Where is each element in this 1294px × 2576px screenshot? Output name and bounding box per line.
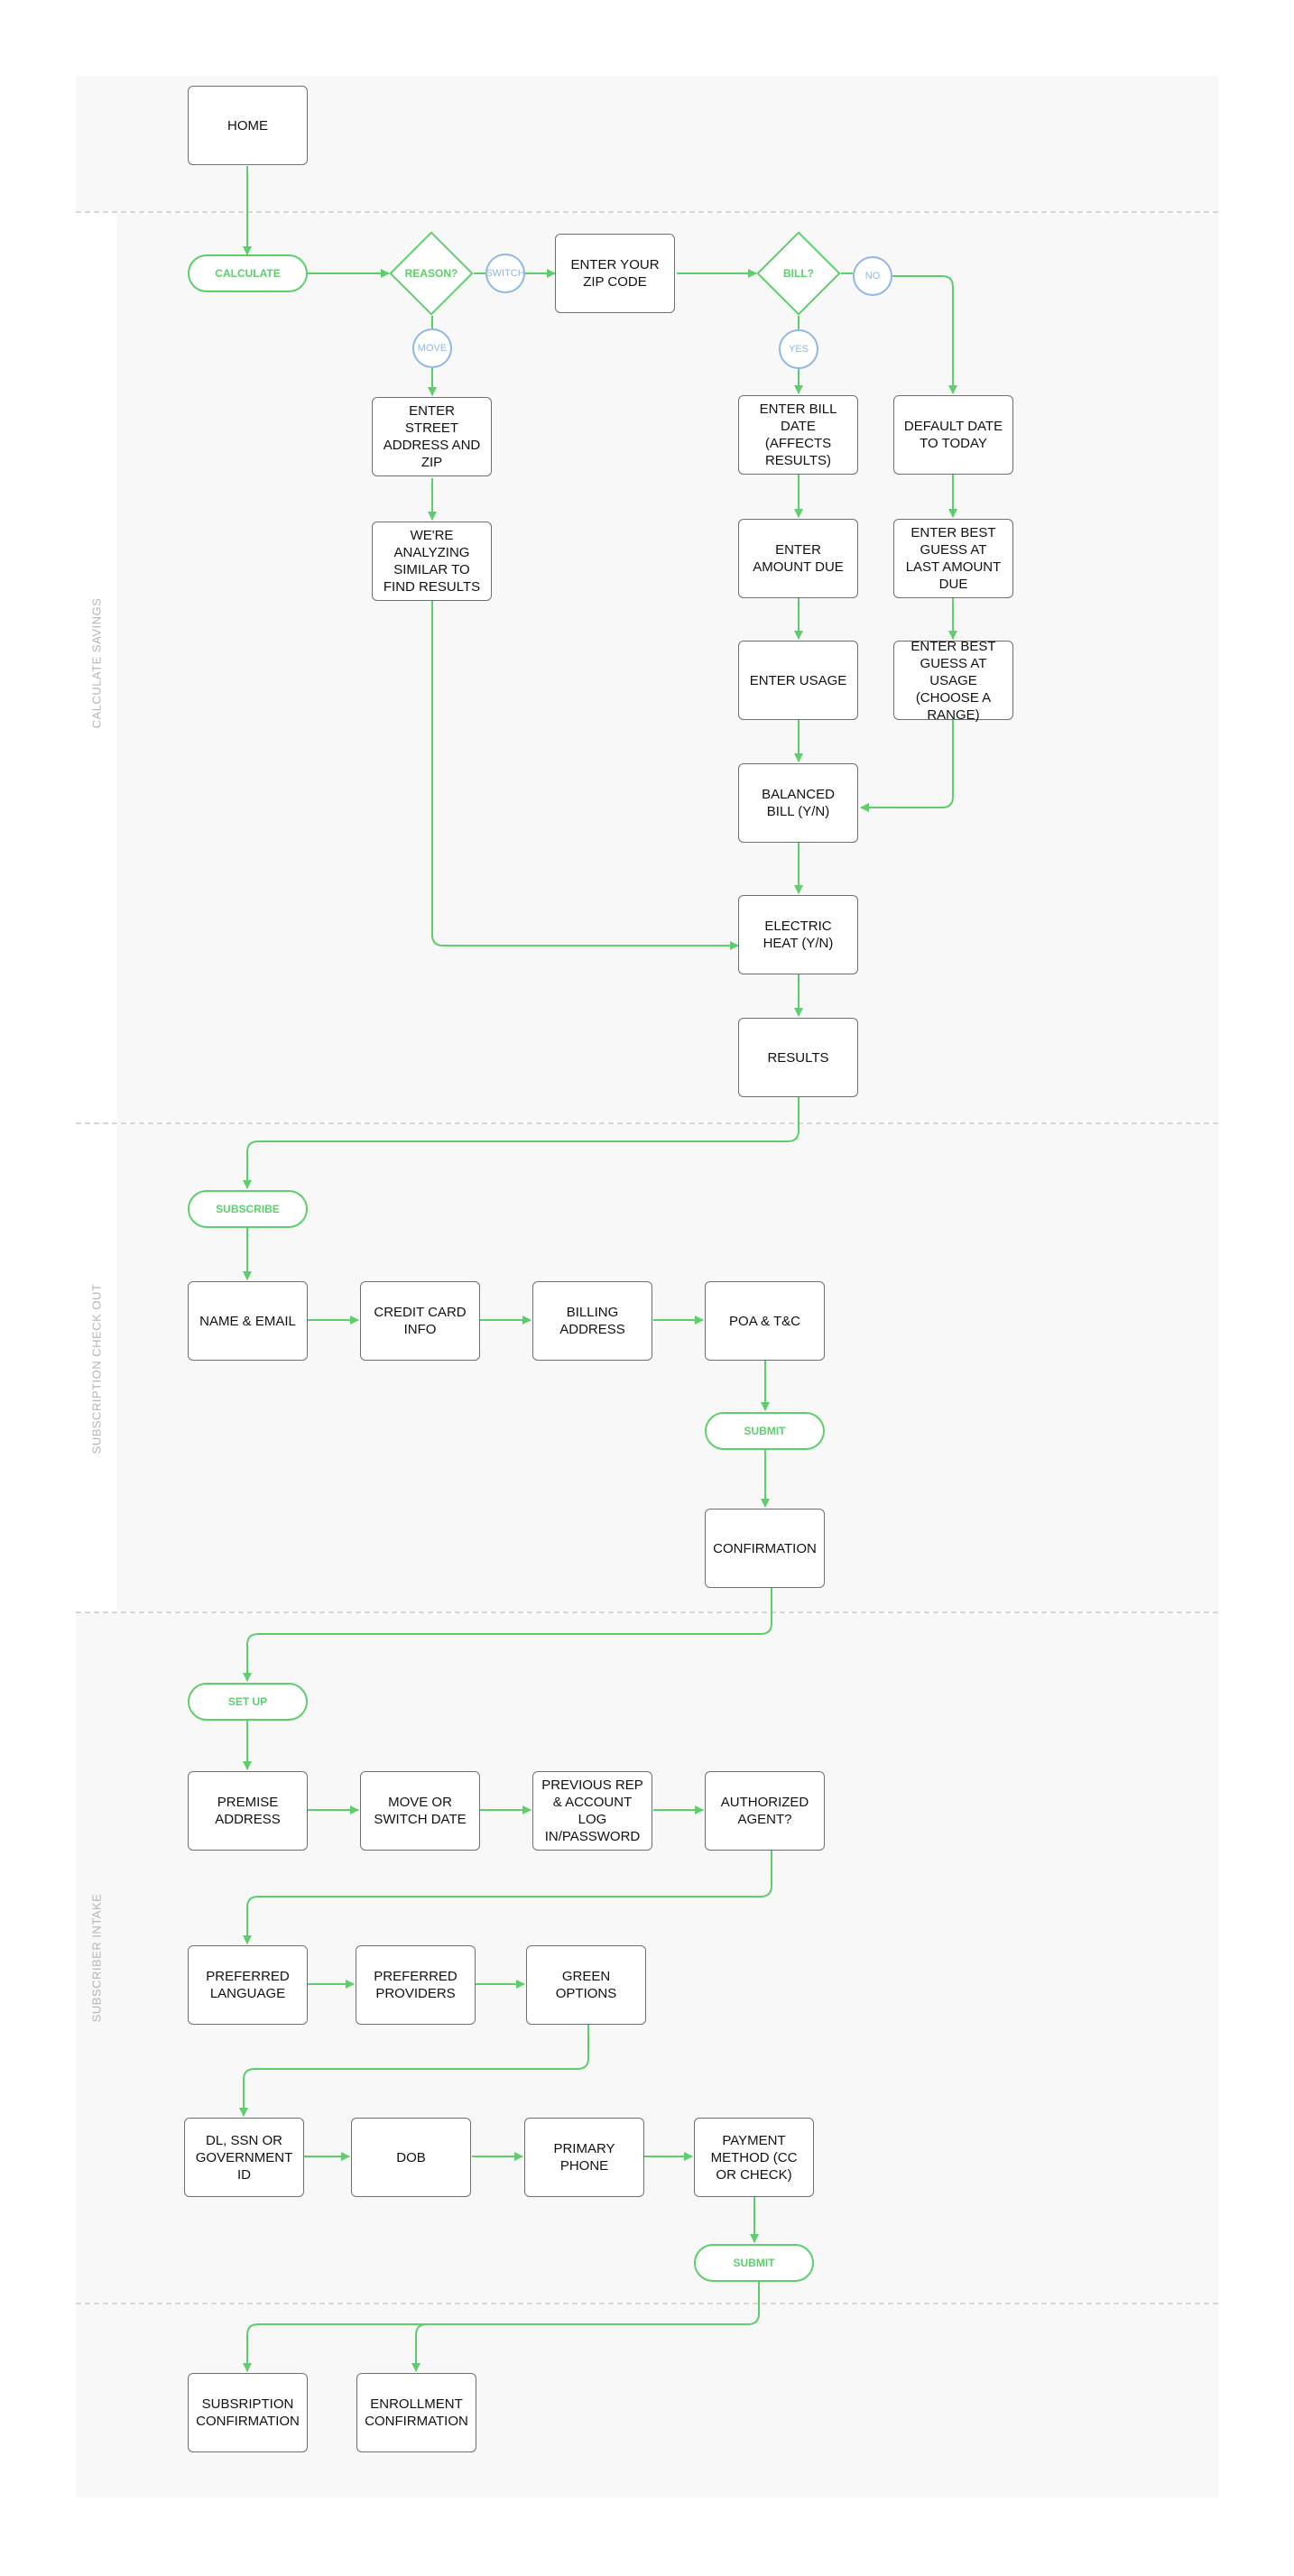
node-amount-due[interactable]: ENTER AMOUNT DUE [738,519,858,598]
connector [239,2025,589,2117]
submit-intake[interactable]: SUBMIT [694,2244,814,2282]
connector [243,2282,760,2372]
node-poa[interactable]: POA & T&C [705,1281,825,1361]
connector [243,1851,772,1944]
lane-band-calculate-savings [117,213,1218,1122]
node-electric-heat[interactable]: ELECTRIC HEAT (Y/N) [738,895,858,974]
decision-label: REASON? [404,267,458,280]
lane-divider [76,211,1218,213]
node-home[interactable]: HOME [188,86,308,165]
node-confirmation[interactable]: CONFIRMATION [705,1509,825,1588]
node-best-guess-amount[interactable]: ENTER BEST GUESS AT LAST AMOUNT DUE [893,519,1013,598]
connector [243,1097,800,1189]
decision-label: BILL? [783,267,814,280]
node-primary-phone[interactable]: PRIMARY PHONE [524,2118,644,2197]
start-subscribe[interactable]: SUBSCRIBE [188,1190,308,1228]
start-set-up[interactable]: SET UP [188,1683,308,1721]
node-enter-usage[interactable]: ENTER USAGE [738,641,858,720]
decision-bill[interactable]: BILL? [756,231,841,316]
node-billing-address[interactable]: BILLING ADDRESS [532,1281,652,1361]
start-calculate[interactable]: CALCULATE [188,254,308,292]
node-previous-rep[interactable]: PREVIOUS REP & ACCOUNT LOG IN/PASSWORD [532,1771,652,1851]
node-bill-date[interactable]: ENTER BILL DATE (AFFECTS RESULTS) [738,395,858,475]
node-move-switch-date[interactable]: MOVE OR SWITCH DATE [360,1771,480,1851]
node-dl-ssn[interactable]: DL, SSN OR GOVERNMENT ID [184,2118,304,2197]
branch-switch[interactable]: SWITCH [485,254,525,293]
node-best-guess-usage[interactable]: ENTER BEST GUESS AT USAGE (CHOOSE A RANG… [893,639,1013,723]
connector [411,2323,428,2372]
node-authorized-agent[interactable]: AUTHORIZED AGENT? [705,1771,825,1851]
branch-yes[interactable]: YES [779,329,818,369]
lane-divider [76,1611,1218,1613]
decision-reason[interactable]: REASON? [389,231,474,316]
node-credit-card[interactable]: CREDIT CARD INFO [360,1281,480,1361]
connector [860,720,954,812]
connector [892,275,957,394]
node-enrollment-confirmation[interactable]: ENROLLMENT CONFIRMATION [356,2373,476,2452]
connector [243,1588,772,1682]
node-default-date[interactable]: DEFAULT DATE TO TODAY [893,395,1013,475]
lane-divider [76,1122,1218,1124]
connector [431,601,739,950]
node-payment-method[interactable]: PAYMENT METHOD (CC OR CHECK) [694,2118,814,2197]
branch-no[interactable]: NO [853,256,892,296]
node-green-options[interactable]: GREEN OPTIONS [526,1945,646,2025]
node-enter-zip[interactable]: ENTER YOUR ZIP CODE [555,234,675,313]
node-preferred-providers[interactable]: PREFERRED PROVIDERS [356,1945,476,2025]
node-premise-address[interactable]: PREMISE ADDRESS [188,1771,308,1851]
submit-checkout[interactable]: SUBMIT [705,1412,825,1450]
lane-divider [76,2303,1218,2304]
node-analyzing[interactable]: WE'RE ANALYZING SIMILAR TO FIND RESULTS [372,522,492,601]
node-results[interactable]: RESULTS [738,1018,858,1097]
node-balanced-bill[interactable]: BALANCED BILL (Y/N) [738,763,858,843]
branch-move[interactable]: MOVE [412,328,452,368]
node-subscription-confirmation[interactable]: SUBSRIPTION CONFIRMATION [188,2373,308,2452]
node-name-email[interactable]: NAME & EMAIL [188,1281,308,1361]
node-dob[interactable]: DOB [351,2118,471,2197]
node-preferred-language[interactable]: PREFERRED LANGUAGE [188,1945,308,2025]
node-street-address[interactable]: ENTER STREET ADDRESS AND ZIP [372,397,492,476]
